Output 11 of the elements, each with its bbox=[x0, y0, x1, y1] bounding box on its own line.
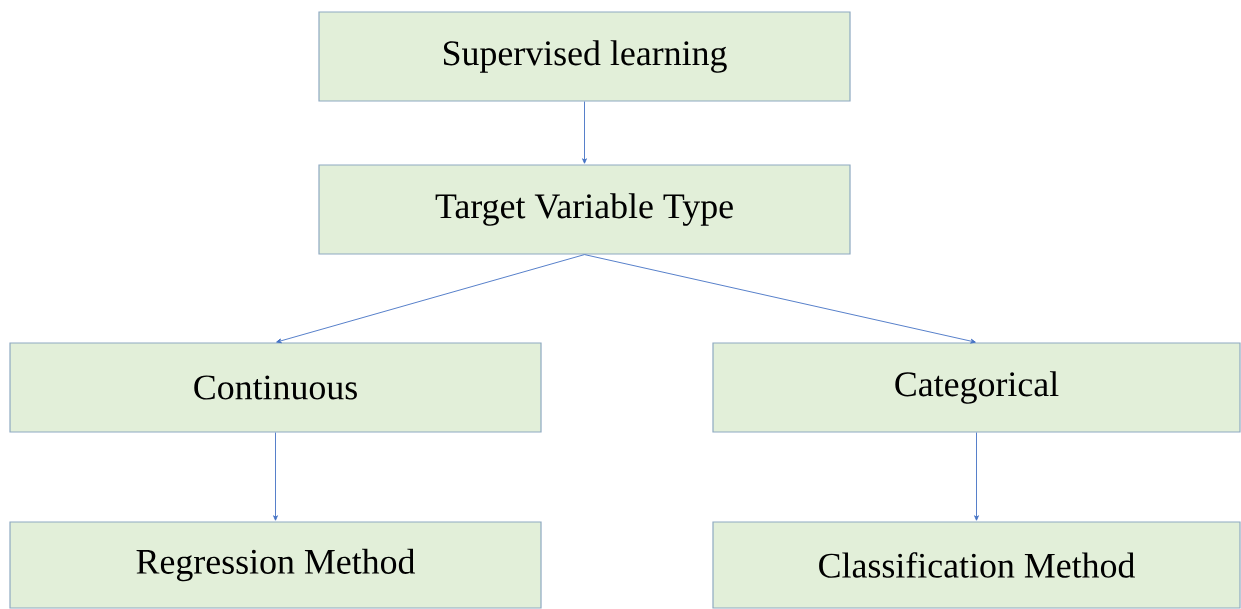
process-box: Target Variable Type bbox=[318, 164, 851, 255]
process-box: Classification Method bbox=[712, 521, 1241, 609]
arrow bbox=[273, 432, 278, 521]
process-box: Categorical bbox=[712, 342, 1241, 433]
arrow bbox=[974, 432, 979, 521]
arrow bbox=[584, 254, 976, 344]
arrow bbox=[582, 101, 587, 164]
arrow bbox=[276, 254, 585, 344]
process-box: Continuous bbox=[9, 342, 542, 433]
process-box: Regression Method bbox=[9, 521, 542, 609]
process-box: Supervised learning bbox=[318, 11, 851, 102]
